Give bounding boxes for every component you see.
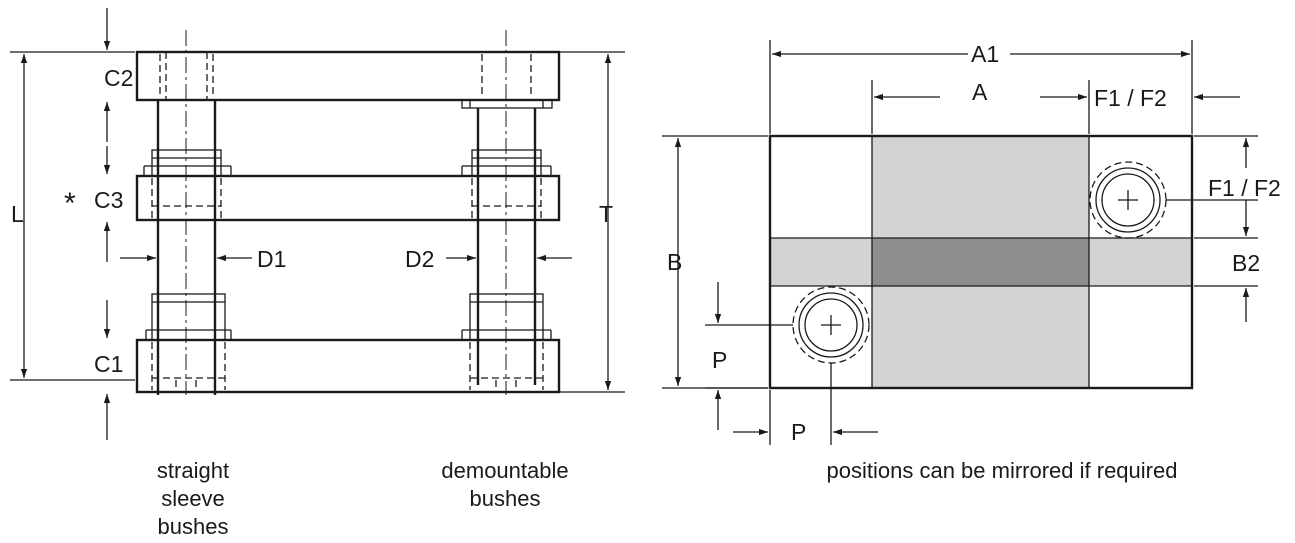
label-b: B [667,249,682,275]
dimension-p-horizontal [733,363,878,445]
label-c2: C2 [104,65,133,91]
label-l: L [11,201,24,227]
label-t: T [599,201,613,227]
label-f1f2-top: F1 / F2 [1094,85,1167,111]
middle-plate-c3 [135,174,561,222]
pillar-hole-top-right [1089,161,1167,239]
label-c3: C3 [94,187,123,213]
top-plate-c2 [135,50,561,102]
caption-plan-note: positions can be mirrored if required [827,458,1178,483]
label-a: A [972,79,988,105]
label-p-vertical: P [712,347,727,373]
label-a1: A1 [971,41,999,67]
label-b2: B2 [1232,250,1260,276]
caption-demountable-line2: bushes [470,486,541,511]
bush-straight-lower [145,293,232,341]
bush-straight-upper [143,149,232,177]
dimension-f1f2-vertical [1166,135,1258,201]
bottom-plate-c1 [135,338,561,394]
dimension-a1 [769,40,1193,134]
working-area-overlap [872,238,1089,286]
label-d2: D2 [405,246,434,272]
caption-straight-line3: bushes [158,514,229,539]
bush-demountable-lower [461,293,552,341]
dimension-p-vertical [705,282,793,430]
caption-demountable-line1: demountable [441,458,568,483]
label-f1f2-right: F1 / F2 [1208,175,1281,201]
bush-demountable-top [461,99,553,109]
pillar-straight [156,30,217,395]
label-c1: C1 [94,351,123,377]
label-d1: D1 [257,246,286,272]
caption-straight-line1: straight [157,458,229,483]
plan-view: A1 A F1 / F2 F1 / F2 B B2 P P positions … [662,40,1281,483]
side-elevation-view: C2 * C3 C1 L T D1 D2 straight sleeve bus… [10,8,625,539]
label-p-horizontal: P [791,419,806,445]
caption-straight-line2: sleeve [161,486,225,511]
dimension-b2 [1194,200,1258,322]
pillar-hole-bottom-left [792,286,870,364]
dimension-t [560,51,625,393]
hidden-bores [151,54,544,392]
plan-plate-outline [768,134,1194,390]
bush-demountable-upper [461,149,552,177]
dimension-l [10,51,135,381]
label-c3-marker: * [64,187,76,220]
dimension-a [871,80,1090,134]
